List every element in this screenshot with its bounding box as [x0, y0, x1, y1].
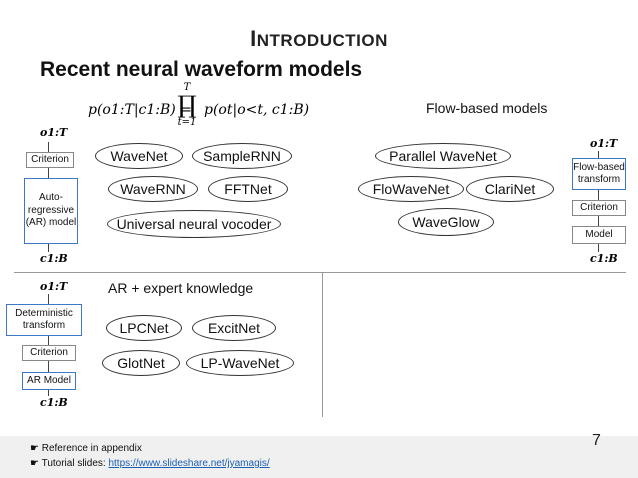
- model-pill-parallel-wavenet: Parallel WaveNet: [375, 143, 511, 169]
- footer-reference: ☛ Reference in appendix: [30, 443, 142, 454]
- model-pill-samplernn: SampleRNN: [192, 143, 292, 169]
- expert-arrow-line-3: [48, 361, 49, 372]
- page-number: 7: [592, 432, 601, 449]
- slide-title-initial: I: [250, 26, 257, 51]
- model-pill-excitnet: ExcitNet: [192, 315, 276, 341]
- footer-tutorial: ☛ Tutorial slides: https://www.slideshar…: [30, 458, 270, 469]
- flow-transform-box: Flow-based transform: [572, 158, 626, 190]
- flow-arrow-line-2: [598, 190, 599, 200]
- formula-lhs: p(o1:T|c1:B) =: [88, 102, 192, 118]
- ar-model-box: Auto- regressive (AR) model: [24, 178, 78, 244]
- flow-transform-label: Flow-based transform: [573, 161, 625, 186]
- model-pill-universal-vocoder: Universal neural vocoder: [107, 210, 281, 238]
- ar-formula: p(o1:T|c1:B) =: [88, 102, 192, 118]
- hand-bullet-icon: ☛: [30, 443, 39, 454]
- flow-arrow-line-4: [598, 244, 599, 252]
- slide-footer: [0, 436, 638, 478]
- tutorial-slides-link[interactable]: https://www.slideshare.net/jyamagis/: [108, 458, 270, 469]
- expert-transform-label: Deterministic transform: [15, 307, 73, 332]
- model-pill-wavenet: WaveNet: [95, 143, 183, 169]
- model-pill-glotnet: GlotNet: [102, 350, 180, 376]
- formula-rhs: p(ot|o<t, c1:B): [204, 102, 310, 118]
- model-pill-lp-wavenet: LP-WaveNet: [186, 350, 294, 376]
- flow-section-heading: Flow-based models: [426, 100, 548, 116]
- ar-top-variable: o1:T: [40, 126, 68, 139]
- flow-arrow-line-3: [598, 216, 599, 226]
- flow-model-box: Model: [572, 226, 626, 244]
- ar-arrow-line-3: [48, 244, 49, 252]
- slide-title: INTRODUCTION: [0, 26, 638, 52]
- model-pill-wavernn: WaveRNN: [108, 176, 198, 202]
- expert-arrow-line-4: [48, 390, 49, 396]
- slide-title-rest: NTRODUCTION: [256, 31, 388, 50]
- model-pill-flowavenet: FloWaveNet: [358, 176, 464, 202]
- slide-subtitle: Recent neural waveform models: [40, 58, 363, 81]
- expert-criterion-box: Criterion: [22, 345, 76, 361]
- expert-section-heading: AR + expert knowledge: [108, 280, 254, 296]
- ar-criterion-box: Criterion: [26, 152, 74, 168]
- formula-product: T ∏ t=1: [172, 82, 202, 128]
- ar-arrow-line: [48, 142, 49, 152]
- flow-criterion-box: Criterion: [572, 200, 626, 216]
- model-pill-lpcnet: LPCNet: [106, 315, 182, 341]
- section-divider-horizontal: [14, 272, 626, 273]
- formula-prod-symbol: ∏: [177, 91, 197, 119]
- footer-reference-text: Reference in appendix: [41, 443, 142, 454]
- model-pill-fftnet: FFTNet: [208, 176, 288, 202]
- ar-arrow-line-2: [48, 168, 49, 178]
- flow-arrow-line: [598, 151, 599, 158]
- flow-top-variable: o1:T: [590, 137, 618, 150]
- formula-prod-lower: t=1: [177, 117, 197, 128]
- formula-prod-upper: T: [183, 82, 191, 93]
- expert-ar-model-box: AR Model: [22, 372, 76, 390]
- hand-bullet-icon-2: ☛: [30, 458, 39, 469]
- section-divider-vertical: [322, 272, 323, 417]
- model-pill-clarinet: ClariNet: [466, 176, 554, 202]
- expert-arrow-line-2: [48, 336, 49, 345]
- footer-tutorial-label: Tutorial slides:: [41, 458, 109, 469]
- expert-top-variable: o1:T: [40, 280, 68, 293]
- expert-transform-box: Deterministic transform: [6, 304, 82, 336]
- flow-bottom-variable: c1:B: [590, 252, 618, 265]
- expert-bottom-variable: c1:B: [40, 396, 68, 409]
- ar-model-label: Auto- regressive (AR) model: [25, 192, 77, 229]
- ar-bottom-variable: c1:B: [40, 252, 68, 265]
- expert-arrow-line: [48, 294, 49, 304]
- model-pill-waveglow: WaveGlow: [398, 208, 494, 236]
